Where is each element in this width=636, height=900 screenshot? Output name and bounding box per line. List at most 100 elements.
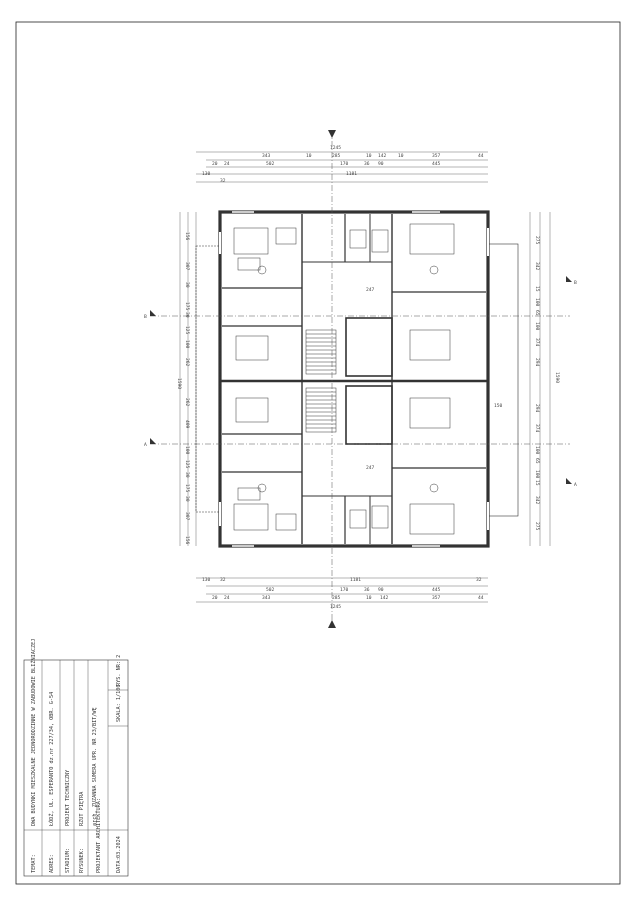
tb-value-stage: PROJEKT TECHNICZNY: [65, 769, 71, 826]
dimension-lines: [179, 151, 551, 603]
bottom-dimensions: 130 32 1181 32 502 170 36 90 445 20 24 3…: [202, 577, 484, 610]
dim-top-r2-5: 36: [364, 161, 370, 167]
dim-right-total: 1590: [554, 372, 560, 383]
section-lines: [150, 130, 570, 628]
dim-top-total-1: 1245: [330, 145, 341, 151]
dim-top-outer-left: 130: [202, 171, 211, 177]
dim-top-r2-7: 445: [432, 161, 441, 167]
dim-left-3: 30: [184, 282, 190, 288]
dim-bot-r3-2: 24: [224, 595, 230, 601]
dim-top-3: 285: [332, 153, 341, 159]
tb-label-stage: STADIUM:: [65, 848, 71, 873]
dim-top-r2-3: 502: [266, 161, 275, 167]
dim-right-10: 294: [534, 404, 540, 413]
dim-bot-3: 1181: [350, 577, 361, 583]
dim-bot-total: 1245: [330, 604, 341, 610]
dim-top-r2-4: 170: [340, 161, 349, 167]
dim-left-17: 307: [184, 512, 190, 521]
dim-right-7: 374: [534, 338, 540, 347]
dim-top-1: 343: [262, 153, 271, 159]
dim-left-5: 30: [184, 312, 190, 318]
tb-value-drawing: RZUT PIĘTRA: [79, 791, 85, 826]
tb-value-address: ŁÓDŹ, UL. ESPERANTO dz.nr 227/34, OBR. G…: [47, 692, 55, 827]
dim-bot-2: 32: [220, 577, 226, 583]
dim-left-11: 409: [184, 420, 190, 429]
dim-top-2: 10: [306, 153, 312, 159]
section-markers: B A B A: [144, 130, 577, 628]
tb-label-drawing: RYSUNEK:: [79, 848, 85, 873]
dim-top-r2-1: 20: [212, 161, 218, 167]
dim-right-6: 100: [534, 322, 540, 331]
section-mark-left-top: B: [144, 314, 147, 320]
tb-sheet-no: RYS. NR: 2: [116, 655, 122, 686]
dim-right-11: 374: [534, 424, 540, 433]
section-mark-right-bottom: A: [574, 482, 577, 488]
dim-bot-r2-4: 90: [378, 587, 384, 593]
dim-right-9: 150: [494, 403, 503, 409]
dim-top-total-2: 1181: [346, 171, 357, 177]
dim-right-5: 65: [534, 310, 540, 316]
sheet-border: [15, 21, 621, 885]
dim-left-10: 262: [184, 398, 190, 407]
title-block: DATA: 03.2024 PROJEKTANT ARCHITEKTURA: a…: [23, 639, 129, 877]
dim-center-2: 247: [366, 465, 375, 471]
top-dimensions: 1245 343 10 285 10 142 10 357 44 20 24 5…: [202, 145, 484, 184]
tb-label-date: DATA:: [116, 857, 122, 873]
dim-right-4: 100: [534, 298, 540, 307]
dim-bot-1: 130: [202, 577, 211, 583]
dim-top-r2-6: 90: [378, 161, 384, 167]
dim-left-16: 30: [184, 496, 190, 502]
dim-right-13: 65: [534, 458, 540, 464]
tb-value-date: 03.2024: [116, 836, 122, 858]
section-mark-right-top: B: [574, 280, 577, 286]
dim-left-12: 100: [184, 446, 190, 455]
dim-top-4: 10: [366, 153, 372, 159]
right-dimensions: 275 342 15 100 65 100 374 294 150 294 37…: [494, 236, 560, 531]
dim-bot-r3-4: 285: [332, 595, 341, 601]
dim-left-total: 1590: [176, 378, 182, 389]
dim-bot-r2-1: 502: [266, 587, 275, 593]
dim-top-8: 44: [478, 153, 484, 159]
dim-top-r2-2: 24: [224, 161, 230, 167]
dim-bot-r2-5: 445: [432, 587, 441, 593]
dim-right-3: 15: [534, 286, 540, 292]
tb-label-address: ADRES:: [49, 854, 55, 873]
tb-value-designer: arch. ZUZANNA SUMERA UPR. NR 23/BIT/WĘ: [92, 707, 98, 826]
dim-left-15: 175: [184, 484, 190, 493]
dim-left-13: 125: [184, 460, 190, 469]
dim-left-6: 125: [184, 326, 190, 335]
floor-plan: [195, 210, 519, 548]
dim-left-7: 100: [184, 340, 190, 349]
dim-right-15: 15: [534, 480, 540, 486]
dim-top-7: 357: [432, 153, 441, 159]
dim-right-2: 342: [534, 262, 540, 271]
dim-right-17: 275: [534, 522, 540, 531]
dim-right-14: 100: [534, 470, 540, 479]
dim-top-5: 142: [378, 153, 387, 159]
dim-bot-r3-7: 357: [432, 595, 441, 601]
dim-left-8: 262: [184, 358, 190, 367]
dim-right-12: 100: [534, 446, 540, 455]
dim-bot-r3-3: 343: [262, 595, 271, 601]
dim-right-1: 275: [534, 236, 540, 245]
dim-left-14: 30: [184, 472, 190, 478]
dim-bot-r2-3: 36: [364, 587, 370, 593]
dim-bot-r3-8: 44: [478, 595, 484, 601]
dim-bot-r3-1: 20: [212, 595, 218, 601]
dim-left-2: 307: [184, 262, 190, 271]
dim-left-4: 175: [184, 302, 190, 311]
tb-label-subject: TEMAT:: [31, 854, 37, 873]
dim-right-8: 294: [534, 358, 540, 367]
dim-top-6: 10: [398, 153, 404, 159]
dim-center-1: 247: [366, 287, 375, 293]
dim-bot-r3-6: 142: [380, 595, 389, 601]
left-dimensions: 156 307 30 175 30 125 100 262 1590 262 4…: [176, 232, 190, 545]
dim-right-16: 342: [534, 496, 540, 505]
tb-label-designer: PROJEKTANT ARCHITEKTURA:: [96, 798, 102, 873]
dim-left-18: 156: [184, 536, 190, 545]
tb-value-subject: DWA BUDYNKI MIESZKALNE JEDNORODZINNE W Z…: [29, 639, 37, 826]
dim-bot-r3-5: 10: [366, 595, 372, 601]
dim-bot-4: 32: [476, 577, 482, 583]
dim-top-outer-left2: 32: [220, 178, 226, 184]
